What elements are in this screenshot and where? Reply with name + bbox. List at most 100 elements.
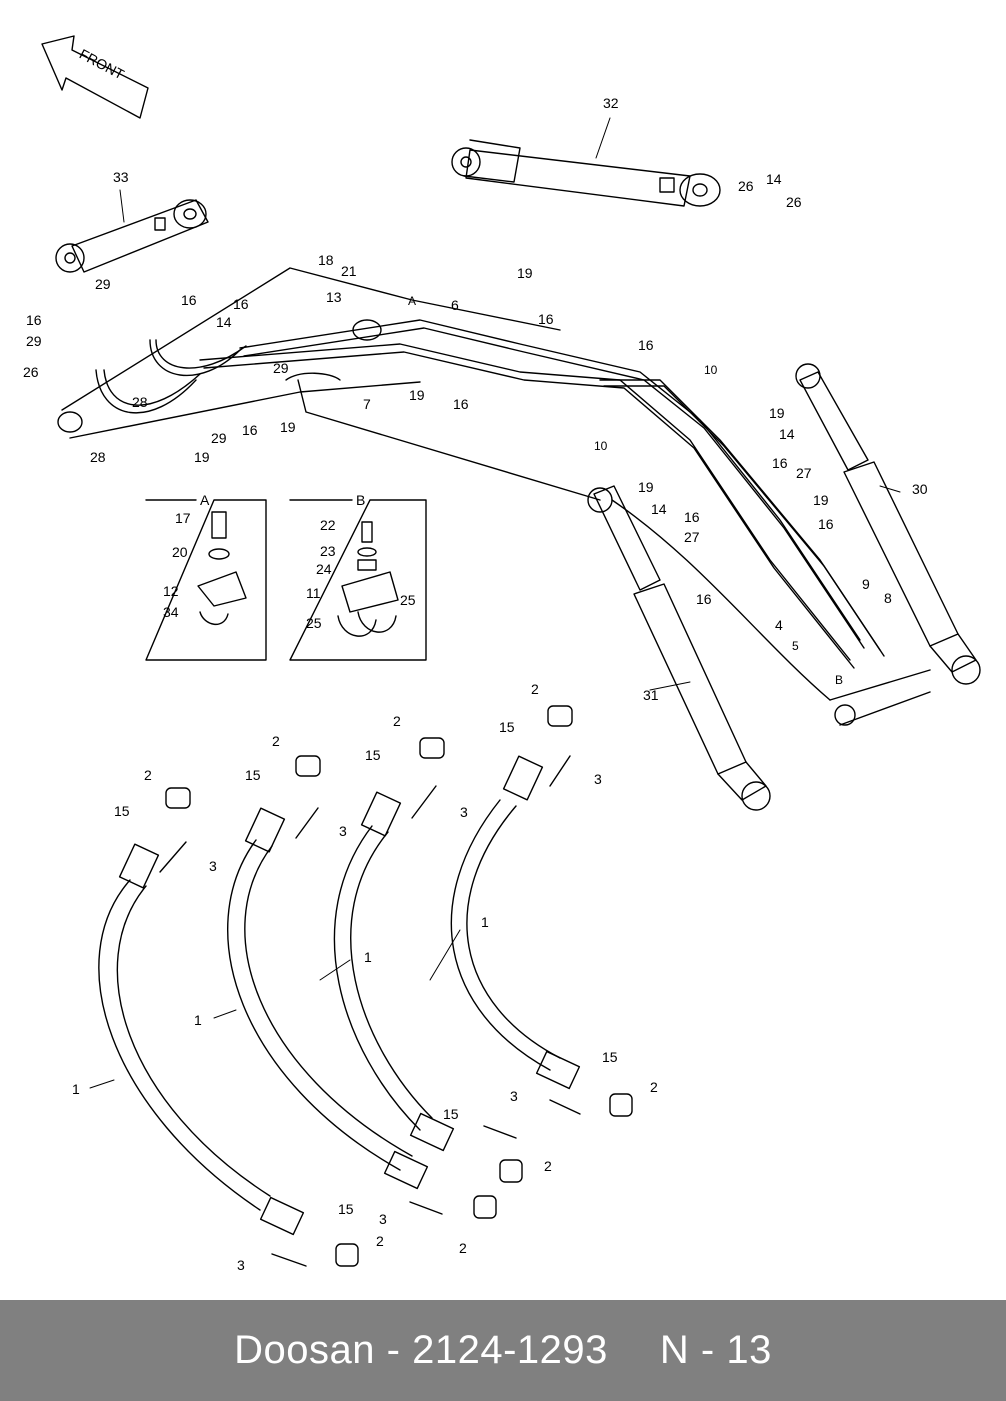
callout-u12: 13	[326, 289, 342, 305]
callout-u20: 16	[242, 422, 258, 438]
callout-22: 22	[320, 517, 336, 533]
callout-u45: 4	[775, 617, 783, 633]
callout-u7: 16	[26, 312, 42, 328]
callout-u42: 16	[696, 591, 712, 607]
callout-u32: 14	[779, 426, 795, 442]
bucket-cylinder-31	[587, 485, 771, 811]
callout-u44: 8	[884, 590, 892, 606]
callout-u18: 28	[132, 394, 148, 410]
callout-u22: 28	[90, 449, 106, 465]
boom-outline	[57, 267, 931, 726]
callout-l2: 3	[209, 858, 217, 874]
detail-b-frame	[289, 499, 427, 661]
callout-l7: 1	[194, 1012, 202, 1028]
callout-u21: 19	[280, 419, 296, 435]
callout-u9: 26	[23, 364, 39, 380]
callout-l8: 2	[393, 713, 401, 729]
callout-u1: 32	[603, 95, 619, 111]
pipe-lines-boom	[199, 319, 885, 669]
callout-u19: 29	[273, 360, 289, 376]
callout-l10: 3	[460, 804, 468, 820]
callout-u2: 14	[766, 171, 782, 187]
detail-a-title: A	[200, 492, 210, 508]
callout-u36: 14	[651, 501, 667, 517]
callout-u38: 19	[813, 492, 829, 508]
callout-17: 17	[175, 510, 191, 526]
callout-u33: 16	[772, 455, 788, 471]
callout-34: 34	[163, 604, 179, 620]
callout-25b: 25	[306, 615, 322, 631]
callout-u10: 18	[318, 252, 334, 268]
callout-u43: 9	[862, 576, 870, 592]
callout-l15: 1	[481, 914, 489, 930]
callout-u29: 10	[704, 363, 718, 377]
footer-banner: Doosan - 2124-1293 N - 13	[0, 1300, 1006, 1401]
callout-l21: 3	[379, 1211, 387, 1227]
short-hoses-28	[95, 339, 247, 414]
callout-l18: 3	[510, 1088, 518, 1104]
callout-l13: 15	[499, 719, 515, 735]
callout-l17: 2	[650, 1079, 658, 1095]
callout-u15: 16	[538, 311, 554, 327]
callout-u30: 10	[594, 439, 608, 453]
callout-u26: 19	[409, 387, 425, 403]
callout-u3: 26	[738, 178, 754, 194]
callout-u5: 29	[95, 276, 111, 292]
boom-cylinder-32	[451, 139, 721, 207]
hose-fittings	[118, 755, 581, 1236]
callout-u16: 16	[233, 296, 249, 312]
callout-l9: 15	[365, 747, 381, 763]
callout-11: 11	[306, 585, 321, 601]
callout-l3: 1	[72, 1081, 80, 1097]
callout-l25: 2	[376, 1233, 384, 1249]
callout-l22: 2	[459, 1240, 467, 1256]
callout-l5: 15	[245, 767, 261, 783]
callout-u41: 30	[912, 481, 928, 497]
callout-l14: 3	[594, 771, 602, 787]
callout-l20: 2	[544, 1158, 552, 1174]
callout-u46: 5	[792, 639, 799, 653]
callout-u13: 19	[517, 265, 533, 281]
callout-u40: 27	[684, 529, 700, 545]
callout-u11: 21	[341, 263, 357, 279]
callout-24: 24	[316, 561, 332, 577]
footer-part-number: Doosan - 2124-1293	[234, 1328, 608, 1372]
footer-page-ref: N - 13	[659, 1328, 772, 1372]
bolts-3	[159, 755, 581, 1267]
front-arrow-icon	[41, 35, 149, 119]
front-label: FRONT	[77, 46, 127, 83]
callout-u14: 6	[451, 297, 459, 313]
callout-l19: 15	[443, 1106, 459, 1122]
callout-l12: 2	[531, 681, 539, 697]
callout-l4: 2	[272, 733, 280, 749]
callout-l16: 15	[602, 1049, 618, 1065]
hydraulic-parts-diagram: FRONT A B 17 20 12 34 22 23 24 11 25 25 …	[23, 35, 981, 1273]
bucket-cylinder-30	[795, 363, 981, 685]
callout-u4: 26	[786, 194, 802, 210]
callout-u39: 16	[818, 516, 834, 532]
callout-u35: 19	[638, 479, 654, 495]
callout-u17: 14	[216, 314, 232, 330]
callout-l11: 1	[364, 949, 372, 965]
callout-u31: 19	[769, 405, 785, 421]
callout-25a: 25	[400, 592, 416, 608]
callout-u23: 29	[211, 430, 227, 446]
callout-u48: B	[835, 673, 843, 687]
callout-u25: 7	[363, 396, 371, 412]
arm-cylinder-33	[55, 199, 209, 273]
detail-a-frame	[145, 499, 267, 661]
callout-u49: A	[408, 294, 416, 308]
leader-lines	[89, 117, 901, 1089]
callout-l1: 15	[114, 803, 130, 819]
large-hoses-1	[98, 799, 561, 1211]
callout-12: 12	[163, 583, 179, 599]
callout-u37: 16	[684, 509, 700, 525]
callout-20: 20	[172, 544, 188, 560]
callout-u0: 33	[113, 169, 129, 185]
callout-u27: 16	[453, 396, 469, 412]
callout-u28: 16	[638, 337, 654, 353]
detail-b-title: B	[356, 492, 365, 508]
callout-l24: 3	[237, 1257, 245, 1273]
callout-23: 23	[320, 543, 336, 559]
callout-u47: 31	[643, 687, 659, 703]
